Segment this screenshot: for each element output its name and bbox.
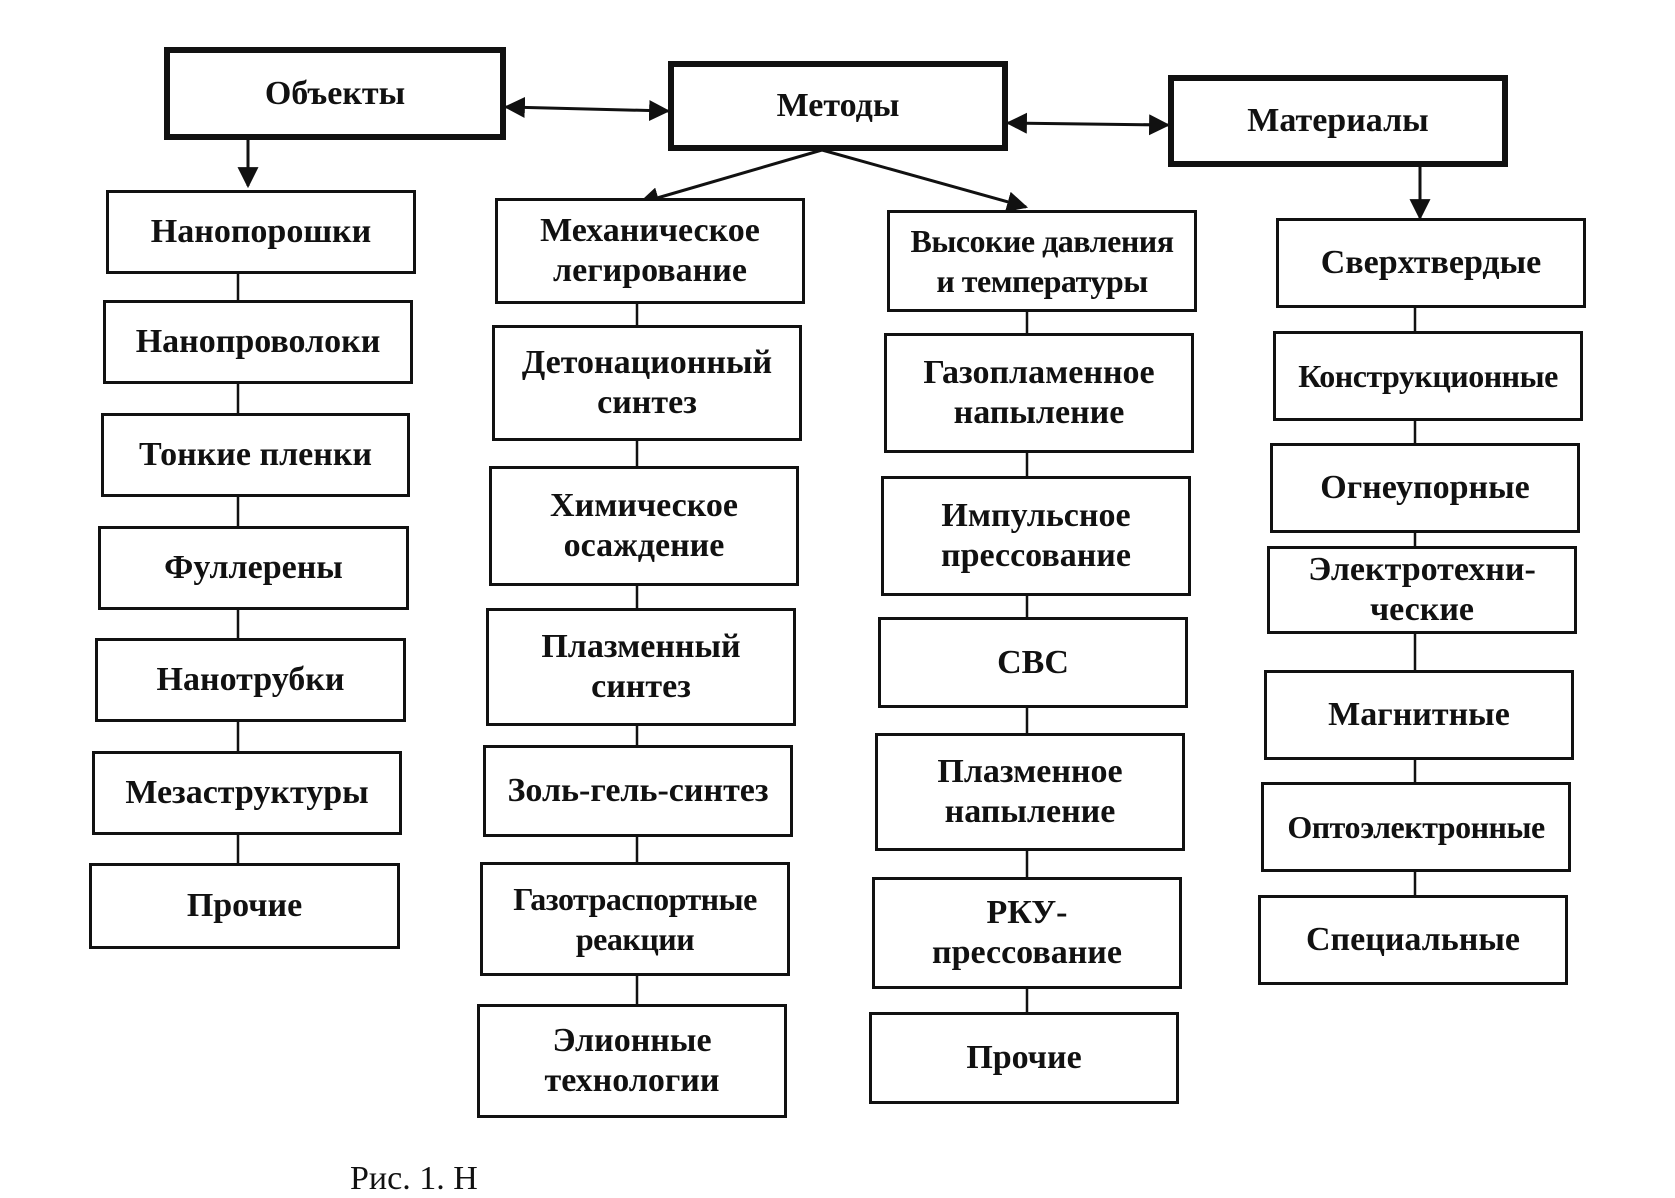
objects-header: Объекты: [164, 47, 506, 140]
methods-header: Методы: [668, 61, 1008, 151]
method-item: Плазменное напыление: [875, 733, 1185, 851]
method-item: Элионные технологии: [477, 1004, 787, 1118]
material-item: Магнитные: [1264, 670, 1574, 760]
method-item: Высокие давления и температуры: [887, 210, 1197, 312]
material-item: Конструкционные: [1273, 331, 1583, 421]
object-item: Прочие: [89, 863, 400, 949]
method-item: Газотраспортные реакции: [480, 862, 790, 976]
method-item: Плазменный синтез: [486, 608, 796, 726]
object-item: Нанопорошки: [106, 190, 416, 274]
objects-methods-arrow: [503, 96, 671, 122]
material-item: Огнеупорные: [1270, 443, 1580, 533]
method-item: Химическое осаждение: [489, 466, 799, 586]
methods-materials-arrow: [1005, 112, 1171, 136]
method-item: Газопламенное напыление: [884, 333, 1194, 453]
method-item: РКУ- прессование: [872, 877, 1182, 989]
method-item: СВС: [878, 617, 1188, 708]
material-item: Специальные: [1258, 895, 1568, 985]
object-item: Нанотрубки: [95, 638, 406, 722]
material-item: Электротехни- ческие: [1267, 546, 1577, 634]
method-item: Детонационный синтез: [492, 325, 802, 441]
material-item: Сверхтвердые: [1276, 218, 1586, 308]
materials-header: Материалы: [1168, 75, 1508, 167]
object-item: Нанопроволоки: [103, 300, 413, 384]
method-item: Золь-гель-синтез: [483, 745, 793, 837]
method-item: Механическое легирование: [495, 198, 805, 304]
method-item: Импульсное прессование: [881, 476, 1191, 596]
object-item: Мезаструктуры: [92, 751, 402, 835]
material-item: Оптоэлектронные: [1261, 782, 1571, 872]
object-item: Тонкие пленки: [101, 413, 410, 497]
method-item: Прочие: [869, 1012, 1179, 1104]
object-item: Фуллерены: [98, 526, 409, 610]
figure-caption: Рис. 1. Н: [350, 1160, 478, 1197]
methods-right-arrow: [821, 148, 1029, 213]
methods-left-arrow: [637, 148, 823, 208]
